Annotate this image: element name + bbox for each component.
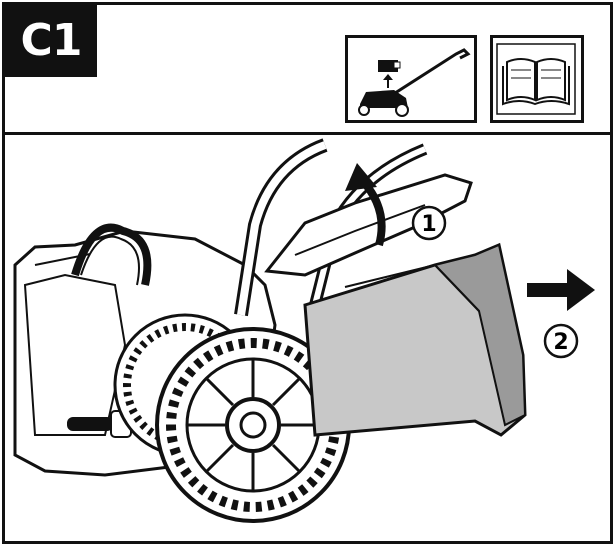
mower-illustration: 1 2	[5, 135, 610, 541]
lawnmower-icon	[345, 35, 477, 123]
rear-flap	[264, 173, 473, 277]
callout-1: 1	[411, 205, 447, 241]
curved-arrow-up-icon	[345, 163, 386, 247]
grass-bag	[303, 242, 527, 437]
callout-2: 2	[543, 323, 579, 359]
arrow-right-icon	[527, 269, 595, 311]
open-book-icon	[490, 35, 584, 123]
callout-2-number: 2	[553, 330, 568, 355]
step-badge: C1	[5, 5, 97, 77]
panel-header: C1	[5, 5, 610, 135]
callout-1-number: 1	[421, 212, 436, 237]
main-wheel	[155, 327, 351, 523]
